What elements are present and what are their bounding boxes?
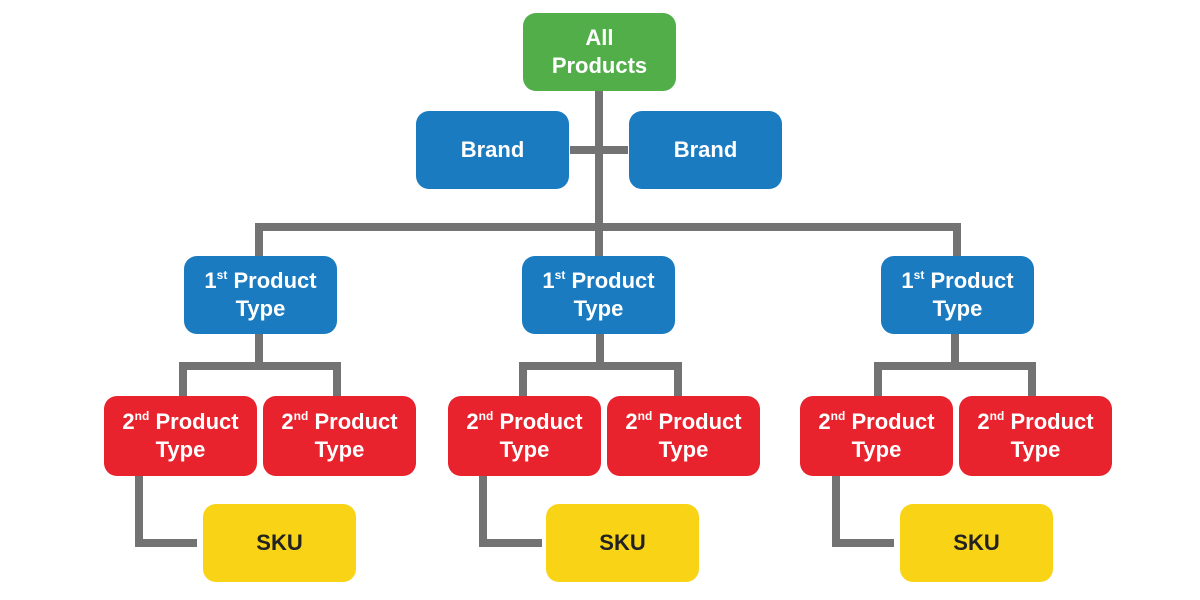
sku-node-left: SKU xyxy=(203,504,356,582)
product-word: Product xyxy=(930,268,1014,293)
product-word: Product xyxy=(233,268,317,293)
sku-node-middle: SKU xyxy=(546,504,699,582)
product-word: Product xyxy=(571,268,655,293)
all-products-label-line1: All xyxy=(585,25,614,50)
type-word: Type xyxy=(1010,437,1061,462)
second-product-type-node-1: 2nd Product Type xyxy=(104,396,257,476)
type-word: Type xyxy=(851,437,902,462)
ordinal-number: 2 xyxy=(122,409,135,434)
ordinal-number: 1 xyxy=(542,268,555,293)
all-products-label-line2: Products xyxy=(551,53,648,78)
ordinal-suffix: st xyxy=(216,268,228,282)
product-word: Product xyxy=(499,409,583,434)
ordinal-suffix: st xyxy=(913,268,925,282)
ordinal-suffix: nd xyxy=(134,409,150,423)
type-word: Type xyxy=(658,437,709,462)
type-word: Type xyxy=(235,296,286,321)
ordinal-number: 1 xyxy=(204,268,217,293)
second-product-type-node-2: 2nd Product Type xyxy=(263,396,416,476)
product-word: Product xyxy=(314,409,398,434)
ordinal-number: 2 xyxy=(466,409,479,434)
ordinal-suffix: nd xyxy=(293,409,309,423)
brand-label: Brand xyxy=(460,137,525,162)
sku-label: SKU xyxy=(953,530,1000,555)
first-product-type-node-left: 1st Product Type xyxy=(184,256,337,334)
product-word: Product xyxy=(1010,409,1094,434)
brand-node-left: Brand xyxy=(416,111,569,189)
second-product-type-node-6: 2nd Product Type xyxy=(959,396,1112,476)
ordinal-suffix: nd xyxy=(637,409,653,423)
brand-node-right: Brand xyxy=(629,111,782,189)
first-product-type-node-middle: 1st Product Type xyxy=(522,256,675,334)
ordinal-suffix: nd xyxy=(830,409,846,423)
type-word: Type xyxy=(932,296,983,321)
ordinal-suffix: nd xyxy=(989,409,1005,423)
sku-node-right: SKU xyxy=(900,504,1053,582)
all-products-node: All Products xyxy=(523,13,676,91)
product-word: Product xyxy=(851,409,935,434)
second-product-type-node-4: 2nd Product Type xyxy=(607,396,760,476)
ordinal-suffix: st xyxy=(554,268,566,282)
brand-label: Brand xyxy=(673,137,738,162)
second-product-type-node-5: 2nd Product Type xyxy=(800,396,953,476)
ordinal-number: 2 xyxy=(281,409,294,434)
ordinal-number: 2 xyxy=(977,409,990,434)
ordinal-suffix: nd xyxy=(478,409,494,423)
product-word: Product xyxy=(658,409,742,434)
type-word: Type xyxy=(314,437,365,462)
type-word: Type xyxy=(155,437,206,462)
type-word: Type xyxy=(573,296,624,321)
product-word: Product xyxy=(155,409,239,434)
second-product-type-node-3: 2nd Product Type xyxy=(448,396,601,476)
sku-label: SKU xyxy=(599,530,646,555)
type-word: Type xyxy=(499,437,550,462)
ordinal-number: 1 xyxy=(901,268,914,293)
first-product-type-node-right: 1st Product Type xyxy=(881,256,1034,334)
ordinal-number: 2 xyxy=(818,409,831,434)
sku-label: SKU xyxy=(256,530,303,555)
ordinal-number: 2 xyxy=(625,409,638,434)
